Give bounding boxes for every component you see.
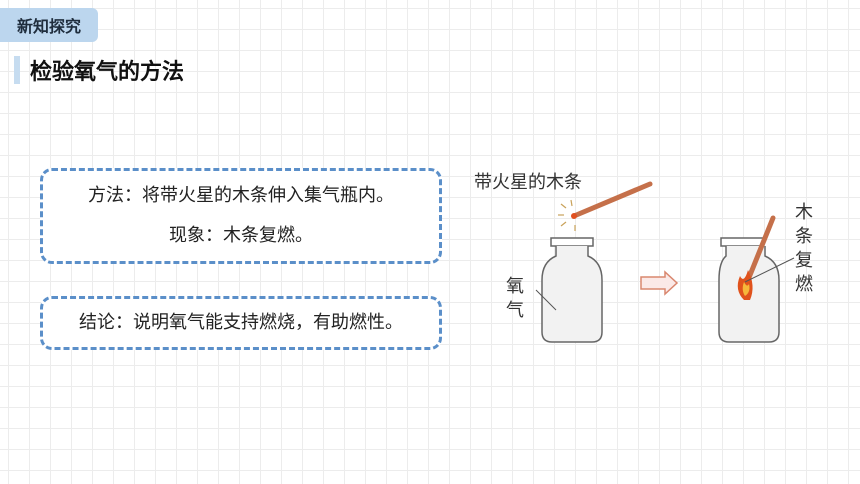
glowing-splint [558,181,653,231]
relight-label-2: 条 [795,226,813,247]
relight-label-3: 复 [795,250,813,271]
section-badge: 新知探究 [0,8,98,42]
method-text: 方法：将带火星的木条伸入集气瓶内。 [88,185,394,206]
method-box: 方法：将带火星的木条伸入集气瓶内。 现象：木条复燃。 [40,168,442,264]
conclusion-text: 结论：说明氧气能支持燃烧，有助燃性。 [79,312,403,333]
gas-pointer-line [535,289,557,311]
relight-label-4: 燃 [795,274,813,295]
oxygen-label-1: 氧 [506,276,524,297]
oxygen-label-2: 气 [506,300,524,321]
conclusion-box: 结论：说明氧气能支持燃烧，有助燃性。 [40,296,442,350]
relight-label-1: 木 [795,202,813,223]
splint-label: 带火星的木条 [474,172,582,193]
page-title: 检验氧气的方法 [30,60,185,85]
oxygen-jar-right [718,215,795,343]
phenomenon-text: 现象：木条复燃。 [169,225,313,246]
arrow-icon [640,270,679,296]
oxygen-jar-left [541,237,603,343]
title-accent-bar [14,56,20,84]
